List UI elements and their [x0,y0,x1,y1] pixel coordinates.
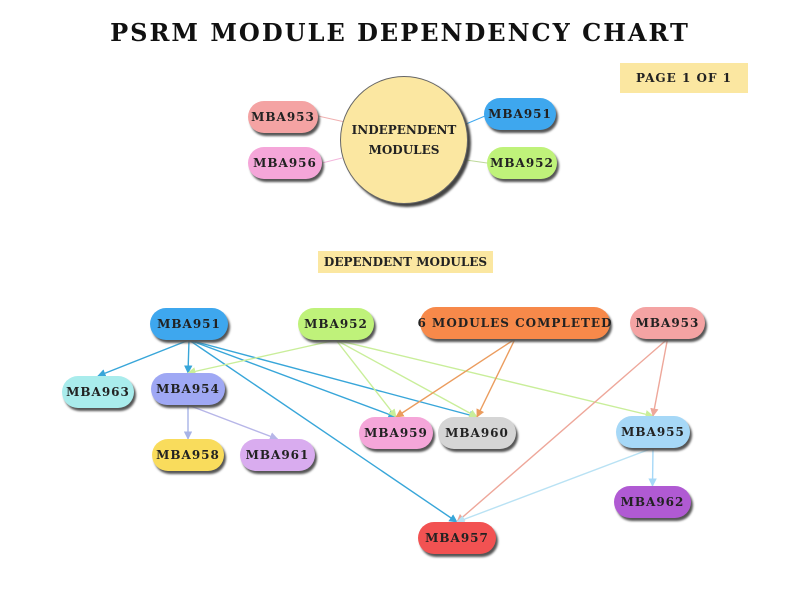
dependent-module-mba953: MBA953 [630,307,705,339]
independent-module-mba953: MBA953 [248,101,318,133]
independent-connector-951 [465,115,486,125]
independent-connector-952 [465,159,488,164]
dependency-arrow-mba952-to-mba954 [187,339,337,376]
dependent-module-mba959: MBA959 [359,417,433,449]
node-label: MBA963 [66,385,130,399]
dependency-arrow-mba951-to-mba957 [188,339,458,523]
node-label: MBA957 [425,531,489,545]
dependent-modules-label: DEPENDENT MODULES [318,251,493,273]
node-label: MBA952 [304,317,368,331]
node-label: MBA960 [445,426,509,440]
node-label: MBA953 [251,110,315,124]
dependent-module-mba957: MBA957 [418,522,496,554]
node-label: MBA958 [156,448,220,462]
independent-modules-circle: INDEPENDENT MODULES [340,76,468,204]
dependent-module-mba951: MBA951 [150,308,228,340]
dependent-module-mba952: MBA952 [298,308,374,340]
node-label: MBA953 [635,316,700,330]
chart-title: PSRM MODULE DEPENDENCY CHART [110,18,690,47]
dependent-module-mba963: MBA963 [62,376,134,408]
independent-module-mba951: MBA951 [484,98,556,130]
independent-module-mba956: MBA956 [248,147,322,179]
dependency-arrow-mba955-to-mba962 [648,447,657,487]
dependency-arrow-mba951-to-mba963 [97,339,190,378]
dependency-arrow-mba951-to-mba959 [188,339,397,419]
node-label: MBA952 [490,156,554,170]
dependency-arrow-mba953-to-mba955 [650,338,669,417]
node-label: MBA962 [620,495,685,509]
independent-connector-953 [317,115,346,123]
independent-modules-label: INDEPENDENT MODULES [351,123,457,157]
dependency-arrow-mba952-to-mba960 [335,339,478,418]
node-label: MBA961 [245,448,310,462]
dependency-arrow-mba951-to-mba960 [188,339,478,420]
dependent-module-mba958: MBA958 [152,439,224,471]
dependency-arrow-mba953-to-mba957 [456,338,668,523]
dependent-module-mba960: MBA960 [438,417,516,449]
dependent-module-6-modules-completed: 6 MODULES COMPLETED [417,307,613,339]
dependency-arrow-mba951-to-mba954 [184,339,193,374]
dependency-arrow-6-modules-completed-to-mba960 [476,338,516,418]
node-label: MBA954 [156,382,220,396]
dependency-arrow-mba954-to-mba961 [187,404,279,441]
dependency-arrow-mba955-to-mba957 [456,447,654,524]
independent-module-mba952: MBA952 [487,147,557,179]
dependent-module-mba962: MBA962 [614,486,691,518]
node-label: 6 MODULES COMPLETED [417,316,613,330]
node-label: MBA951 [488,107,552,121]
node-label: MBA956 [253,156,317,170]
independent-connector-956 [321,157,343,164]
node-label: MBA951 [157,317,221,331]
dependent-module-mba955: MBA955 [616,416,690,448]
page-indicator: PAGE 1 OF 1 [620,63,748,93]
dependent-module-mba961: MBA961 [240,439,315,471]
dependency-arrow-6-modules-completed-to-mba959 [395,338,516,418]
dependency-arrow-mba952-to-mba955 [335,339,654,419]
dependency-arrow-mba952-to-mba959 [335,339,397,418]
node-label: MBA959 [364,426,428,440]
node-label: MBA955 [621,425,685,439]
dependent-module-mba954: MBA954 [151,373,225,405]
